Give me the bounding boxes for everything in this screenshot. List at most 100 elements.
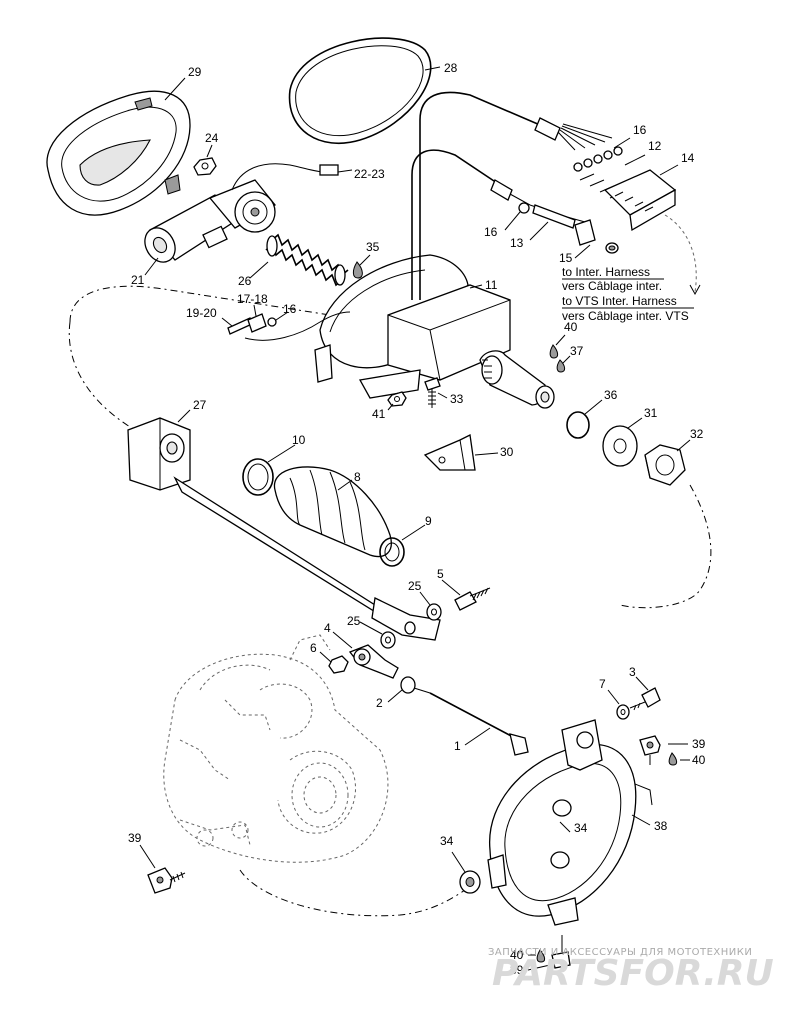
callout-7: 7	[599, 677, 606, 691]
part-26-spring	[265, 233, 349, 287]
part-41-nut	[387, 391, 407, 407]
callout-31: 31	[644, 406, 658, 420]
callout-16-left: 16	[283, 302, 297, 316]
callout-39-right: 39	[692, 737, 706, 751]
part-35-grease	[352, 261, 363, 279]
callout-32: 32	[690, 427, 704, 441]
callout-2: 2	[376, 696, 383, 710]
callout-35: 35	[366, 240, 380, 254]
watermark: ЗАПЧАСТИ И АКСЕССУАРЫ ДЛЯ МОТОТЕХНИКИ PA…	[488, 947, 774, 994]
callout-30: 30	[500, 445, 514, 459]
part-21-motor	[144, 179, 276, 263]
callout-28: 28	[444, 61, 458, 75]
callout-29: 29	[188, 65, 202, 79]
part-36-oring	[566, 411, 590, 439]
assembly-outline-upper	[69, 285, 331, 323]
part-10-clamp	[242, 458, 274, 496]
callout-13: 13	[510, 236, 524, 250]
callout-40-bottom: 40	[510, 948, 524, 962]
part-4-ball-joint	[348, 644, 399, 679]
callout-27: 27	[193, 398, 207, 412]
callout-33: 33	[450, 392, 464, 406]
part-25-washer-upper	[426, 603, 442, 621]
callout-40-right: 40	[692, 753, 706, 767]
part-17-18-sleeve	[247, 313, 267, 333]
part-16-terminal-lower	[518, 202, 530, 214]
part-29-cover	[46, 90, 191, 216]
callout-19-20: 19-20	[186, 306, 217, 320]
callout-21: 21	[131, 273, 145, 287]
part-27-pivot-block	[127, 417, 191, 491]
callout-3: 3	[629, 665, 636, 679]
callout-24: 24	[205, 131, 219, 145]
callout-34-inner: 34	[574, 821, 588, 835]
callout-25-upper: 25	[408, 579, 422, 593]
part-25-washer-lower	[380, 631, 396, 649]
part-11-control-unit	[314, 254, 555, 409]
part-6-nut	[328, 655, 349, 674]
part-15-seal	[574, 219, 619, 254]
part-28-band	[288, 37, 432, 145]
part-37-grease	[556, 359, 566, 373]
assembly-outline-left	[68, 321, 136, 431]
callout-16-lower: 16	[484, 225, 498, 239]
harness-note-line3: to VTS Inter. Harness	[562, 294, 677, 308]
harness-note: to Inter. Harness vers Câblage inter. to…	[562, 265, 694, 323]
part-40-grease-upper	[549, 344, 559, 359]
callout-16-upper: 16	[633, 123, 647, 137]
callout-12: 12	[648, 139, 662, 153]
watermark-tagline: ЗАПЧАСТИ И АКСЕССУАРЫ ДЛЯ МОТОТЕХНИКИ	[488, 947, 752, 958]
callout-39-bottom: 39	[510, 963, 524, 977]
callout-34-washer: 34	[440, 834, 454, 848]
harness-note-line4: vers Câblage inter. VTS	[562, 309, 689, 323]
callout-22-23: 22-23	[354, 167, 385, 181]
part-13-terminal	[532, 204, 576, 229]
part-32-nut	[644, 444, 686, 486]
callout-6: 6	[310, 641, 317, 655]
watermark-brand: PARTSFOR.RU	[492, 953, 774, 994]
part-39-cap-screw-upper	[639, 735, 661, 765]
part-3-bolt	[629, 687, 661, 711]
part-5-bolt	[454, 587, 491, 611]
part-7-washer	[616, 704, 630, 720]
part-16-terminals-upper	[573, 146, 623, 172]
assembly-outline-lower	[239, 869, 466, 917]
callout-25-lower: 25	[347, 614, 361, 628]
callout-17-18: 17-18	[237, 292, 268, 306]
harness-note-line2: vers Câblage inter.	[562, 279, 662, 293]
part-22-23-connector	[319, 164, 339, 176]
callout-38: 38	[654, 819, 668, 833]
part-31-washer	[602, 425, 638, 467]
callout-10: 10	[292, 433, 306, 447]
left-wire	[244, 311, 351, 341]
part-24-nut	[193, 157, 217, 176]
part-14-connector-housing	[603, 169, 677, 232]
callout-15: 15	[559, 251, 573, 265]
callout-1: 1	[454, 739, 461, 753]
part-1-cable	[429, 692, 529, 756]
part-30-bracket	[423, 434, 476, 471]
part-33-screw	[424, 377, 441, 408]
part-39-cap-screw-left	[147, 867, 186, 894]
callout-11: 11	[485, 278, 498, 292]
gearbox-housing	[163, 634, 389, 863]
harness-note-line1: to Inter. Harness	[562, 265, 650, 279]
part-34-washer	[459, 870, 481, 894]
motor-wire	[231, 163, 326, 191]
callout-4: 4	[324, 621, 331, 635]
callout-8: 8	[354, 470, 361, 484]
part-9-clamp	[379, 537, 405, 567]
callout-37: 37	[570, 344, 584, 358]
part-16-terminal-left	[267, 317, 277, 327]
callout-41: 41	[372, 407, 386, 421]
harness-arrow	[664, 214, 697, 293]
part-38-housing-ring	[487, 719, 637, 926]
part-40-grease-right	[668, 752, 678, 766]
assembly-outline-right	[619, 484, 712, 609]
part-40-grease-bottom	[536, 949, 546, 963]
callout-5: 5	[437, 567, 444, 581]
callout-14: 14	[681, 151, 695, 165]
callout-labels: 29 28 24 22-23 21 26 35 16 12 14 16 13 1…	[128, 61, 706, 977]
callout-36: 36	[604, 388, 618, 402]
shaft	[173, 476, 441, 641]
